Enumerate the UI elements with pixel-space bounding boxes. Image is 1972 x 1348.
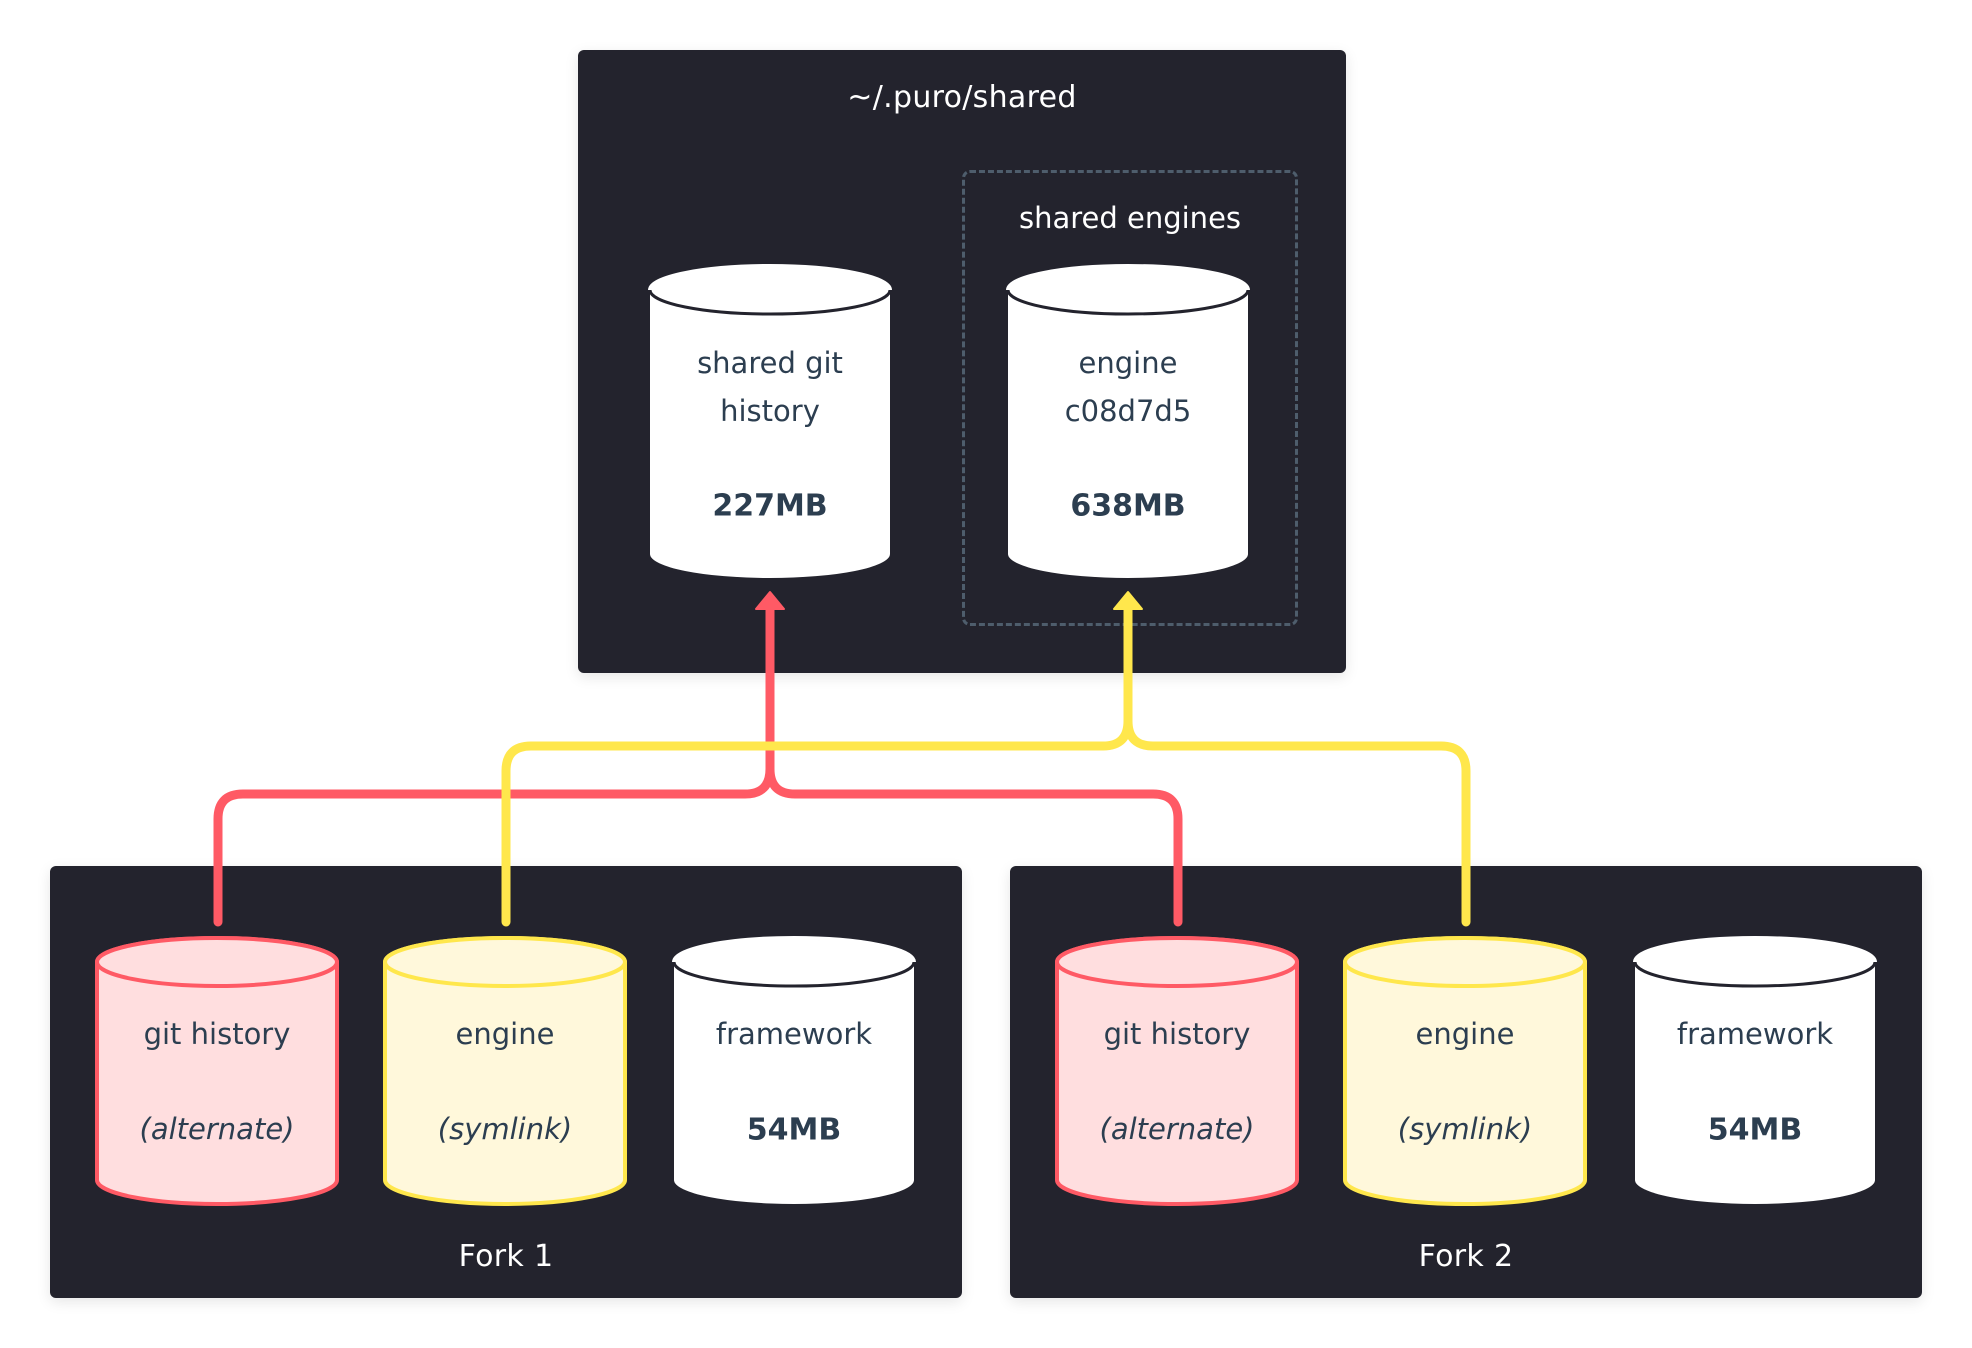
shared-engines-group: shared engines (962, 170, 1298, 626)
shared-directory-title: ~/.puro/shared (847, 80, 1077, 115)
fork-2-panel: Fork 2 (1010, 866, 1922, 1298)
fork-2-title: Fork 2 (1418, 1239, 1514, 1274)
fork-1-panel: Fork 1 (50, 866, 962, 1298)
fork-1-title: Fork 1 (458, 1239, 554, 1274)
shared-engines-title: shared engines (1018, 201, 1242, 235)
shared-directory-panel: ~/.puro/shared shared engines (578, 50, 1346, 673)
